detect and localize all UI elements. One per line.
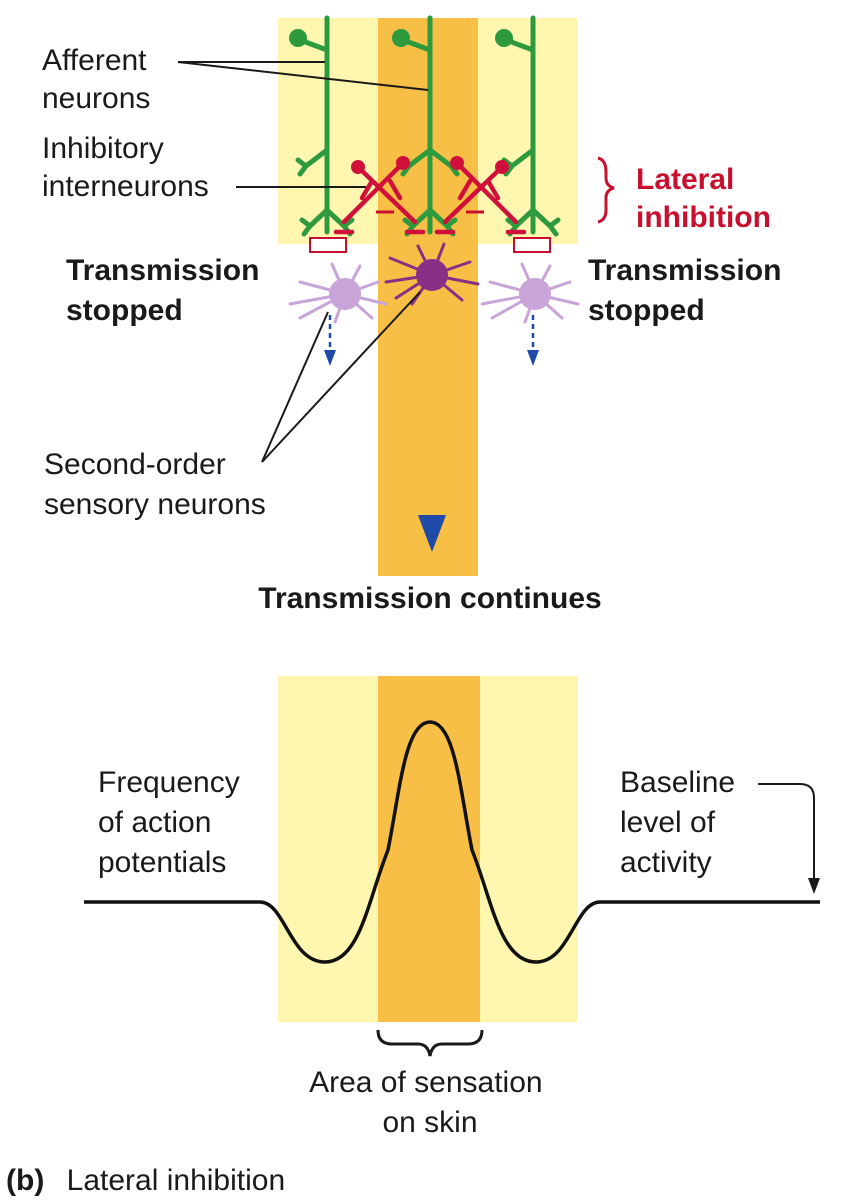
lateral-inhibition-label: Lateral inhibition: [636, 163, 771, 234]
second-order-leader-1: [261, 311, 329, 463]
inhibitory-label: Inhibitory interneurons: [42, 132, 209, 203]
blocked-synapse-left: [309, 237, 347, 253]
inhibitory-interneurons: [333, 156, 527, 235]
blocked-synapse-right: [513, 237, 551, 253]
second-order-neuron-right: [480, 262, 580, 324]
caption-text: Lateral inhibition: [67, 1164, 285, 1197]
second-order-label: Second-order sensory neurons: [44, 448, 266, 521]
stopped-arrow-right: [527, 315, 539, 366]
frequency-label: Frequency of action potentials: [98, 766, 248, 879]
figure-caption: (b) Lateral inhibition: [6, 1164, 285, 1197]
activity-curve: [84, 720, 820, 964]
bottom-field-bands: [278, 676, 578, 1022]
bottom-center-band: [378, 676, 480, 1022]
area-of-sensation-label: Area of sensation on skin: [309, 1066, 551, 1139]
caption-tag: (b): [6, 1164, 44, 1197]
afferent-label: Afferent neurons: [42, 44, 155, 115]
transmission-stopped-left-label: Transmission stopped: [66, 254, 268, 327]
continues-arrow: [418, 285, 446, 552]
baseline-arrow: [758, 783, 820, 894]
afferent-leader-2: [177, 61, 429, 91]
lateral-brace: [597, 156, 615, 224]
interneuron-left-cross: [333, 156, 426, 235]
afferent-neuron-right: [495, 15, 561, 237]
transmission-continues-label: Transmission continues: [258, 582, 601, 615]
interneuron-right-cross: [434, 156, 527, 235]
second-order-leader-2: [261, 291, 421, 463]
afferent-neuron-left: [289, 15, 355, 237]
second-order-neuron-left: [288, 262, 388, 324]
second-order-neuron-center: [384, 242, 480, 306]
stopped-arrow-left: [324, 315, 336, 366]
transmission-stopped-right-label: Transmission stopped: [588, 254, 790, 327]
baseline-label: Baseline level of activity: [620, 766, 743, 879]
area-brace: [376, 1029, 484, 1057]
